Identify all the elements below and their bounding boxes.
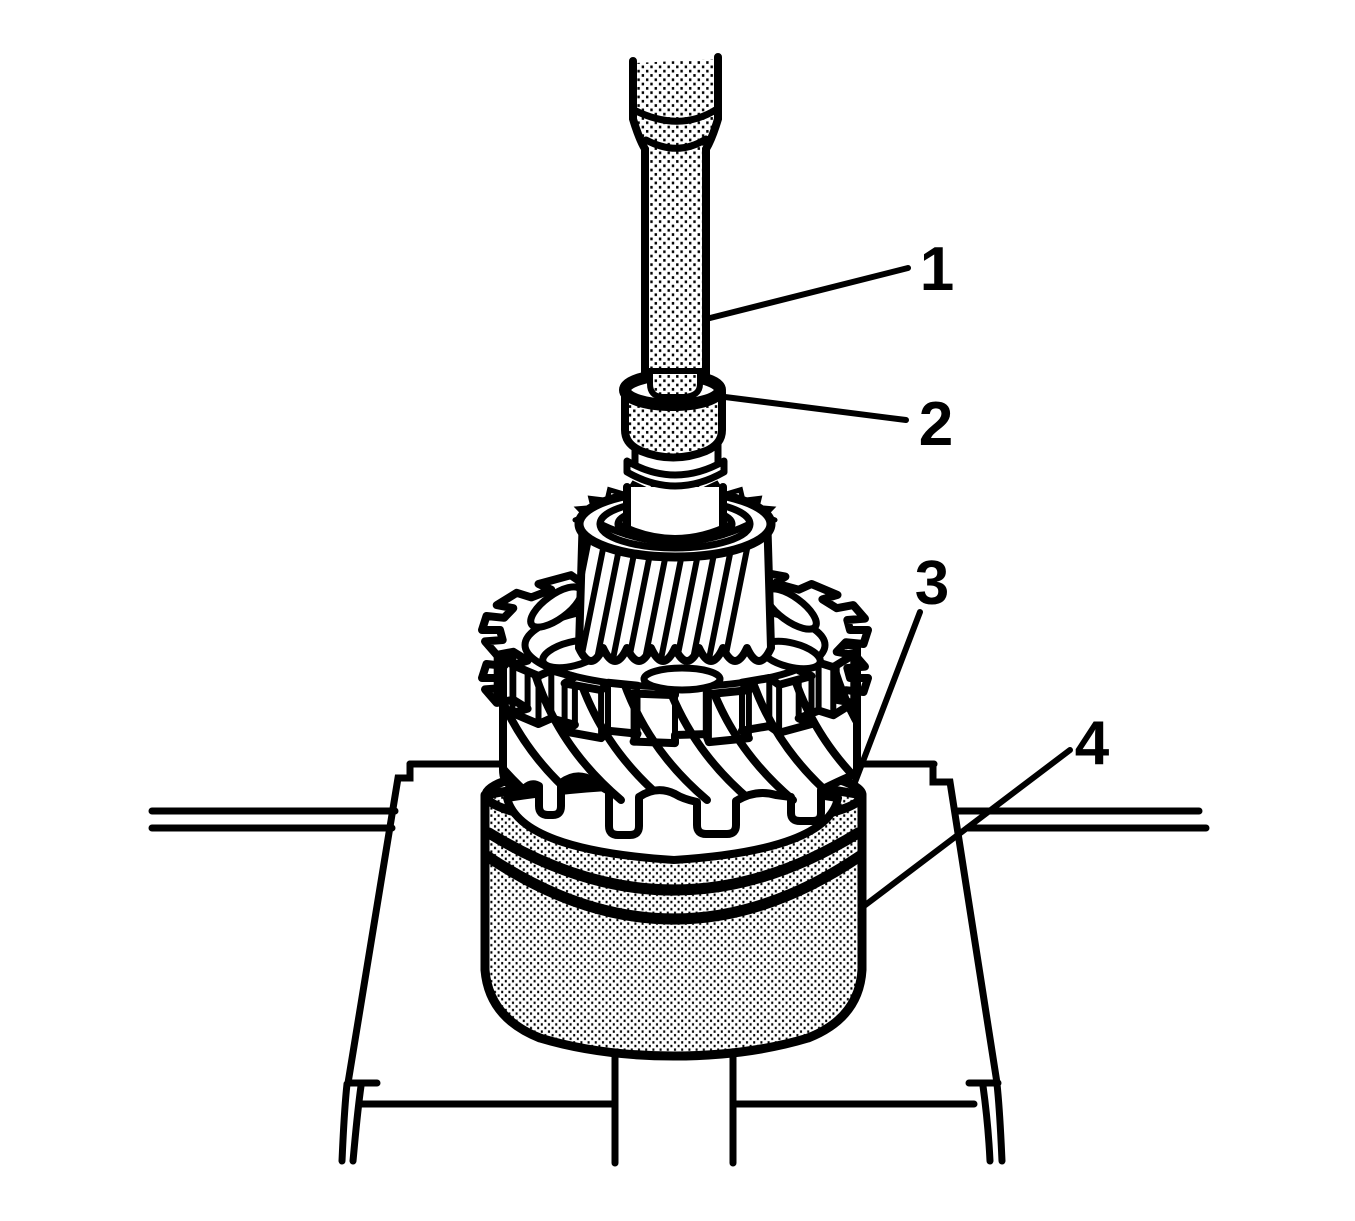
helical-tooth-edge xyxy=(503,645,582,804)
cylinder-groove-2 xyxy=(481,850,866,925)
callout-4-label: 4 xyxy=(1075,709,1110,778)
shaft-lower-cylinder xyxy=(627,487,723,536)
callout-4-leader xyxy=(861,747,1073,909)
rod-outline xyxy=(629,53,722,388)
helical-tooth-edge xyxy=(503,645,539,804)
callout-1-label: 1 xyxy=(920,235,954,304)
callouts: 1 2 3 4 xyxy=(707,235,1110,909)
snap-ring xyxy=(623,457,728,490)
shaft-stack xyxy=(596,440,754,546)
callout-2-label: 2 xyxy=(919,390,953,459)
press-table xyxy=(148,760,1210,1167)
cylinder-groove-1 xyxy=(483,827,864,896)
table-right-leg xyxy=(965,1079,1006,1165)
table-right-edge xyxy=(929,760,1001,1087)
support-cylinder xyxy=(480,758,867,1061)
rod-end-in-collar xyxy=(647,368,703,400)
callout-1-leader xyxy=(707,265,911,321)
table-center-slot xyxy=(611,1044,737,1167)
driver-rod xyxy=(629,53,722,388)
rod-shoulder-arc xyxy=(630,105,721,125)
rod-neck-arc xyxy=(642,135,710,152)
callout-2-leader xyxy=(722,394,909,423)
table-left-edge xyxy=(344,760,414,1087)
callout-3-label: 3 xyxy=(915,549,949,618)
collar xyxy=(619,368,726,462)
hub-ring-front-arc xyxy=(614,520,736,542)
callout-3-leader xyxy=(849,609,923,793)
right-rail xyxy=(954,807,1210,832)
left-rail xyxy=(148,807,399,832)
table-left-leg xyxy=(338,1079,381,1165)
sprocket-slot xyxy=(640,664,724,694)
